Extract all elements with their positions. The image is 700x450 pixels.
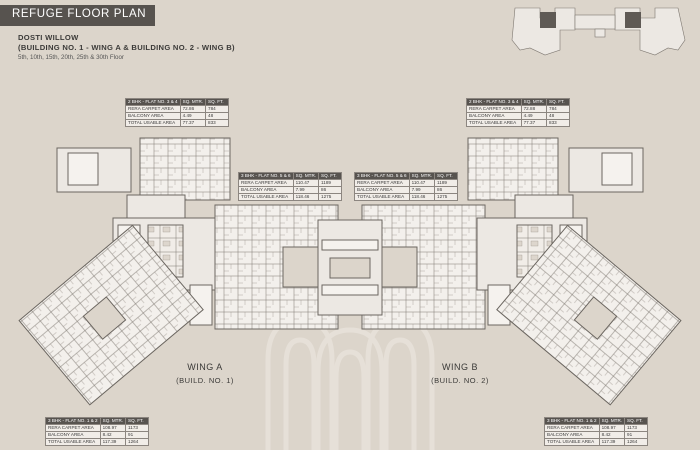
project-name: DOSTI WILLOW (18, 33, 79, 42)
col-ft: SQ. FT. (434, 172, 459, 180)
row-label: RERA CARPET AREA (354, 179, 410, 187)
col-ft: SQ. FT. (318, 172, 343, 180)
row-label: TOTAL USABLE AREA (354, 193, 410, 201)
row-ft: 833 (546, 119, 571, 127)
col-mtr: SQ. MTR. (99, 417, 127, 425)
col-mtr: SQ. MTR. (408, 172, 436, 180)
table-heading: 2 BHK - FLAT NO. 3 & 4 (466, 98, 522, 106)
col-mtr: SQ. MTR. (520, 98, 548, 106)
row-label: BALCONY AREA (354, 186, 410, 194)
row-label: BALCONY AREA (238, 186, 294, 194)
row-mtr: 77.37 (520, 119, 548, 127)
col-mtr: SQ. MTR. (179, 98, 207, 106)
row-ft: 1189 (318, 179, 343, 187)
table-heading: 3 BHK - FLAT NO. 5 & 6 (238, 172, 294, 180)
row-label: BALCONY AREA (125, 112, 181, 120)
row-mtr: 72.86 (179, 105, 207, 113)
row-label: RERA CARPET AREA (544, 424, 600, 432)
row-mtr: 117.39 (99, 438, 127, 446)
row-mtr: 72.88 (520, 105, 548, 113)
table-heading: 2 BHK - FLAT NO. 3 & 4 (125, 98, 181, 106)
row-mtr: 77.37 (179, 119, 207, 127)
row-mtr: 4.49 (520, 112, 548, 120)
wing-a-building: (BUILD. NO. 1) (176, 376, 234, 385)
table-heading: 3 BHK - FLAT NO. 1 & 2 (544, 417, 600, 425)
row-ft: 1264 (125, 438, 150, 446)
row-mtr: 8.42 (99, 431, 127, 439)
row-label: TOTAL USABLE AREA (466, 119, 522, 127)
page-title: REFUGE FLOOR PLAN (12, 8, 147, 20)
row-ft: 86 (318, 186, 343, 194)
wing-b-flat-3-4 (467, 137, 644, 226)
row-label: RERA CARPET AREA (466, 105, 522, 113)
col-ft: SQ. FT. (205, 98, 230, 106)
row-mtr: 7.99 (292, 186, 320, 194)
wing-b-building: (BUILD. NO. 2) (431, 376, 489, 385)
title-bar: REFUGE FLOOR PLAN (0, 5, 155, 26)
row-mtr: 110.47 (408, 179, 436, 187)
row-label: RERA CARPET AREA (45, 424, 101, 432)
row-label: BALCONY AREA (466, 112, 522, 120)
row-label: BALCONY AREA (45, 431, 101, 439)
col-mtr: SQ. MTR. (292, 172, 320, 180)
table-heading: 3 BHK - FLAT NO. 1 & 2 (45, 417, 101, 425)
row-label: TOTAL USABLE AREA (544, 438, 600, 446)
row-ft: 1275 (434, 193, 459, 201)
row-ft: 91 (624, 431, 649, 439)
row-label: TOTAL USABLE AREA (45, 438, 101, 446)
col-ft: SQ. FT. (546, 98, 571, 106)
wing-b-label: WING B (BUILD. NO. 2) (425, 362, 495, 385)
wing-a-flat-1-2 (18, 224, 204, 406)
row-mtr: 117.39 (598, 438, 626, 446)
wing-b-flat-1-2 (496, 224, 682, 406)
row-ft: 784 (205, 105, 230, 113)
row-label: TOTAL USABLE AREA (125, 119, 181, 127)
row-ft: 1189 (434, 179, 459, 187)
row-mtr: 108.97 (99, 424, 127, 432)
row-label: BALCONY AREA (544, 431, 600, 439)
row-ft: 48 (205, 112, 230, 120)
row-ft: 784 (546, 105, 571, 113)
row-mtr: 7.99 (408, 186, 436, 194)
wing-b-name: WING B (442, 362, 478, 372)
wing-a-name: WING A (187, 362, 223, 372)
row-mtr: 4.49 (179, 112, 207, 120)
wing-a-flat-3-4 (56, 137, 231, 226)
row-mtr: 108.97 (598, 424, 626, 432)
row-mtr: 110.47 (292, 179, 320, 187)
wing-a-label: WING A (BUILD. NO. 1) (170, 362, 240, 385)
buildings-subtitle: (BUILDING NO. 1 - WING A & BUILDING NO. … (18, 43, 235, 52)
row-ft: 1275 (318, 193, 343, 201)
table-heading: 3 BHK - FLAT NO. 5 & 6 (354, 172, 410, 180)
row-mtr: 8.42 (598, 431, 626, 439)
row-ft: 48 (546, 112, 571, 120)
central-corridor (317, 219, 383, 316)
col-ft: SQ. FT. (624, 417, 649, 425)
col-ft: SQ. FT. (125, 417, 150, 425)
row-mtr: 118.46 (408, 193, 436, 201)
row-ft: 1173 (624, 424, 649, 432)
row-ft: 1173 (125, 424, 150, 432)
row-ft: 833 (205, 119, 230, 127)
floors-subtitle: 5th, 10th, 15th, 20th, 25th & 30th Floor (18, 54, 124, 61)
row-label: RERA CARPET AREA (238, 179, 294, 187)
row-ft: 86 (434, 186, 459, 194)
row-mtr: 118.46 (292, 193, 320, 201)
row-label: RERA CARPET AREA (125, 105, 181, 113)
row-ft: 1264 (624, 438, 649, 446)
row-label: TOTAL USABLE AREA (238, 193, 294, 201)
col-mtr: SQ. MTR. (598, 417, 626, 425)
row-ft: 91 (125, 431, 150, 439)
